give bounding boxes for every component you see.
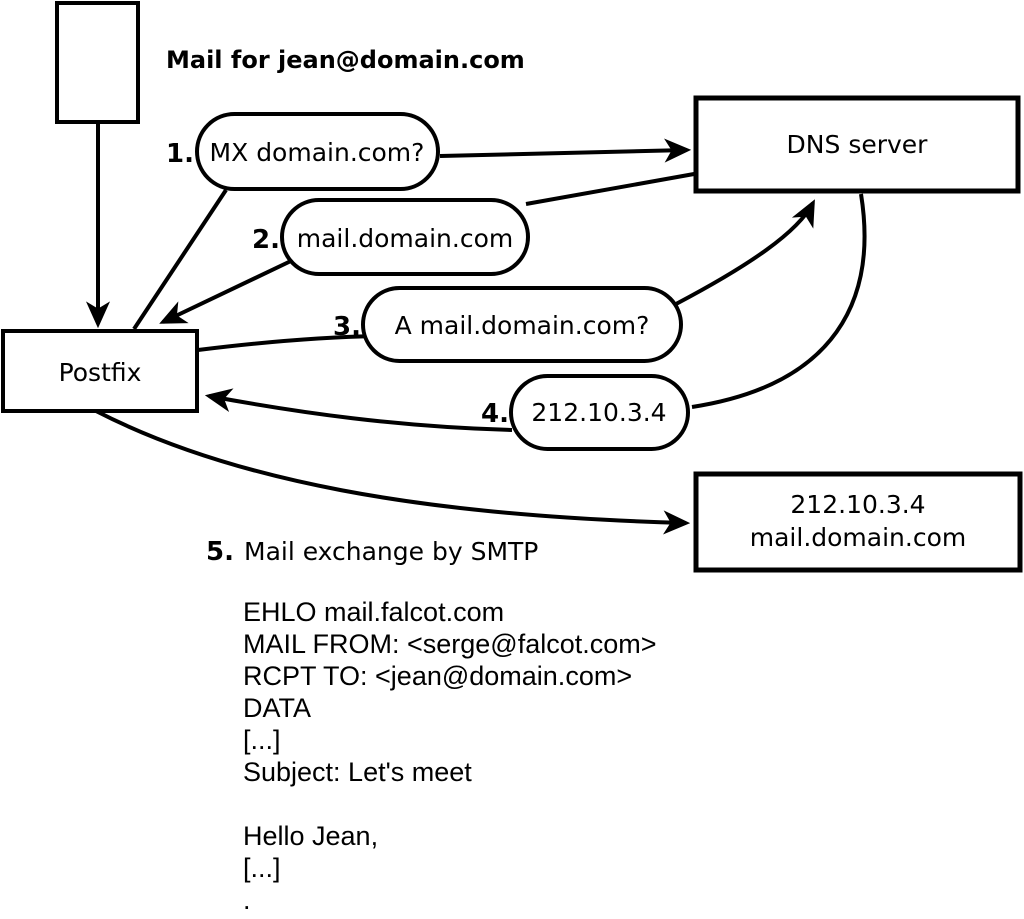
mail-message-icon bbox=[55, 1, 140, 124]
step4-number: 4. bbox=[481, 399, 509, 429]
target-server-hostname: mail.domain.com bbox=[750, 523, 966, 552]
smtp-session-transcript: EHLO mail.falcot.com MAIL FROM: <serge@f… bbox=[243, 597, 657, 915]
arrow-pill3-to-dns bbox=[675, 199, 815, 306]
diagram-title: Mail for jean@domain.com bbox=[166, 46, 525, 74]
pill-step3 bbox=[361, 286, 683, 363]
smtp-line: DATA bbox=[243, 693, 311, 723]
smtp-line: EHLO mail.falcot.com bbox=[243, 597, 504, 627]
postfix-label: Postfix bbox=[59, 358, 142, 387]
pill-step4-label: 212.10.3.4 bbox=[531, 398, 666, 427]
step5-number: 5. bbox=[206, 537, 234, 567]
arrow-postfix-to-target-smtp bbox=[95, 409, 691, 535]
smtp-line: . bbox=[243, 885, 251, 915]
postfix-box bbox=[1, 329, 199, 413]
pill-step2 bbox=[280, 198, 530, 276]
step1-number: 1. bbox=[166, 139, 194, 169]
smtp-line: [...] bbox=[243, 725, 281, 755]
smtp-line: [...] bbox=[243, 853, 281, 883]
target-server-ip: 212.10.3.4 bbox=[790, 490, 925, 519]
pill-step1-label: MX domain.com? bbox=[210, 138, 425, 167]
arrow-pill4-to-postfix bbox=[204, 388, 513, 432]
step2-number: 2. bbox=[252, 225, 280, 255]
smtp-line: MAIL FROM: <serge@falcot.com> bbox=[243, 629, 657, 659]
step5-label: Mail exchange by SMTP bbox=[244, 537, 538, 566]
smtp-line: Hello Jean, bbox=[243, 821, 378, 851]
step3-number: 3. bbox=[333, 312, 361, 342]
arrow-pill2-to-postfix bbox=[159, 258, 294, 324]
line-postfix-to-pill3 bbox=[197, 334, 379, 352]
arrow-pill1-to-dns bbox=[439, 138, 692, 163]
smtp-line: Subject: Let's meet bbox=[243, 757, 472, 787]
smtp-line: RCPT TO: <jean@domain.com> bbox=[243, 661, 632, 691]
pill-step3-label: A mail.domain.com? bbox=[395, 311, 650, 340]
pill-step1 bbox=[195, 112, 440, 191]
line-postfix-to-pill1 bbox=[132, 188, 228, 331]
pill-step2-label: mail.domain.com bbox=[297, 224, 513, 253]
dns-server-box bbox=[693, 95, 1021, 194]
pill-step4 bbox=[509, 374, 690, 451]
target-server-box bbox=[693, 471, 1023, 573]
line-dns-to-pill4 bbox=[691, 193, 867, 409]
line-dns-to-pill2 bbox=[525, 172, 695, 206]
dns-server-label: DNS server bbox=[787, 130, 929, 159]
